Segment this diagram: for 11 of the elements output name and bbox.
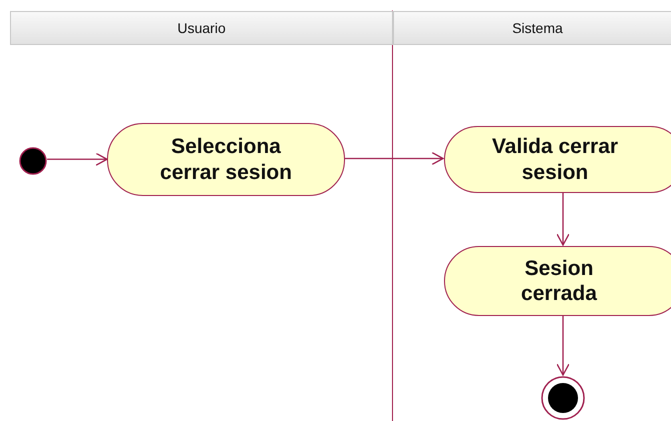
lane-header: Usuario xyxy=(10,11,393,45)
arrow xyxy=(47,152,108,166)
initial-node xyxy=(19,147,47,175)
activity-box: Sesion cerrada xyxy=(444,246,671,316)
arrow xyxy=(556,192,570,246)
activity-box: Valida cerrar sesion xyxy=(444,126,671,193)
lane-header: Sistema xyxy=(393,11,671,45)
final-node xyxy=(541,376,585,420)
activity-box: Selecciona cerrar sesion xyxy=(107,123,345,196)
arrow xyxy=(345,152,444,166)
arrow xyxy=(556,315,570,376)
